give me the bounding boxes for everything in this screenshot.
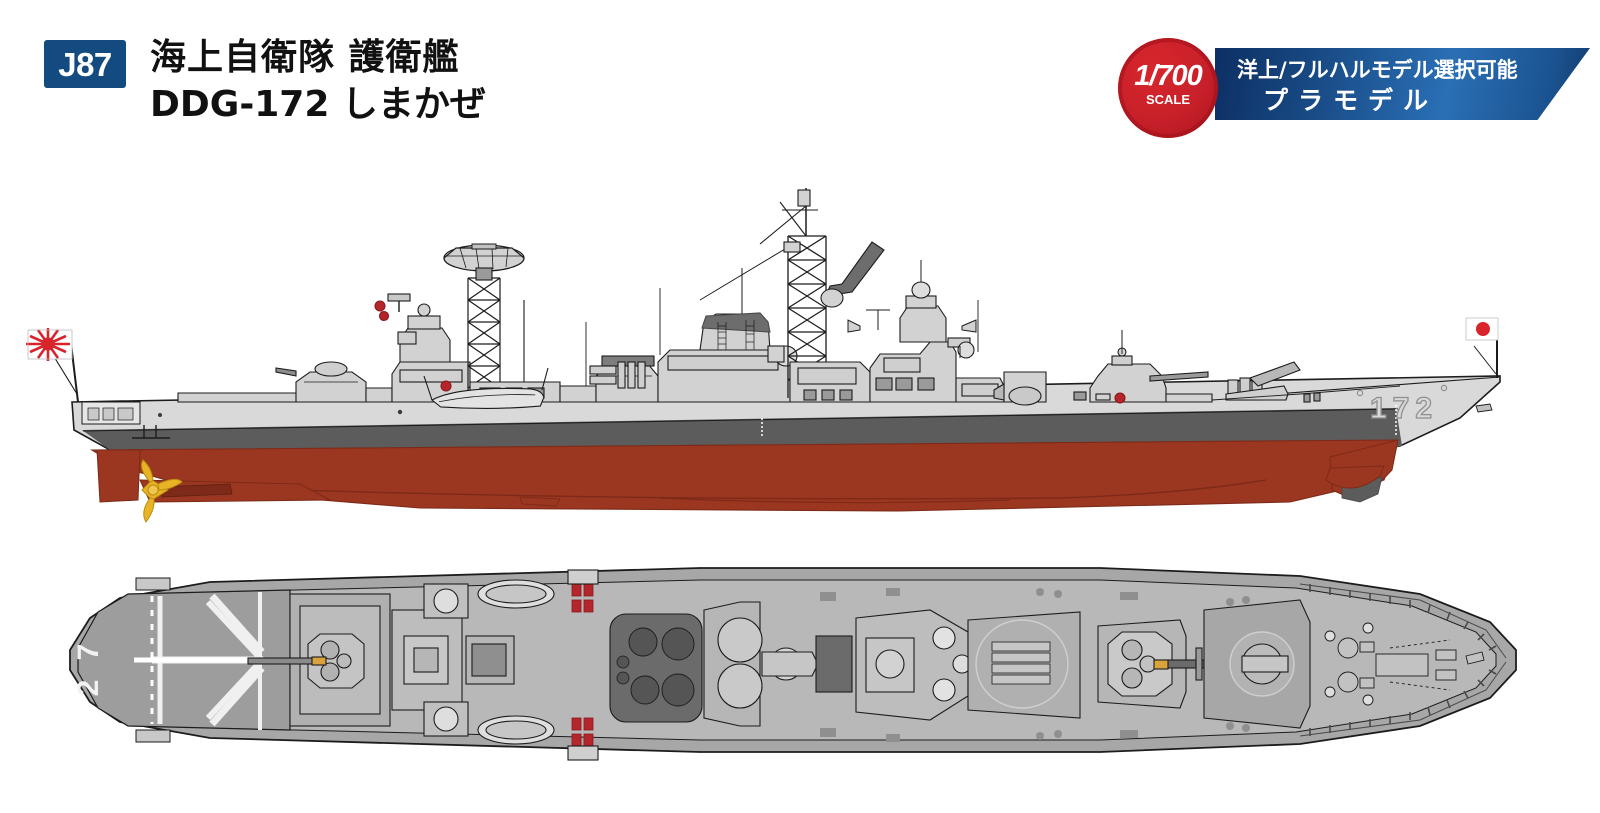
scale-word: SCALE [1145,92,1191,107]
rigging [585,288,1123,386]
hull-number-side: 172 [1370,392,1438,425]
deck-railing [1299,583,1507,737]
side-profile-svg: 172 [26,188,1501,523]
feature-text: 洋上/フルハルモデル選択可能 [1237,58,1518,82]
helicopter-deck: 7 2 [72,577,291,743]
kit-code-text: J87 [58,45,112,83]
deck-number-top: 7 [72,644,105,661]
foredeck-fittings [1324,622,1485,706]
header: J87 海上自衛隊 護衛艦 DDG-172 しまかぜ 洋上/フルハルモデル選択可… [0,0,1600,160]
propeller [141,459,183,523]
hinomaru-flag [1465,317,1499,378]
title-block: 海上自衛隊 護衛艦 DDG-172 しまかぜ [150,36,486,128]
feature-banner: 洋上/フルハルモデル選択可能 プラモデル [1215,48,1590,120]
ship-side-profile-view: 172 [0,150,1600,550]
superstructure [177,188,1401,409]
page-title-designation: DDG-172 しまかぜ [150,84,486,125]
product-type-text: プラモデル [1263,86,1439,115]
deck-structures [247,569,1311,761]
ship-plan-view: 7 2 [0,540,1600,813]
deck-number-bottom: 2 [72,680,105,697]
scale-ribbon: 洋上/フルハルモデル選択可能 プラモデル 1/700 SCALE [1110,38,1590,138]
deck-details [820,588,1250,742]
scale-badge: 1/700 SCALE [1118,38,1218,138]
rising-sun-ensign [26,328,79,403]
plan-view-svg: 7 2 [69,567,1517,761]
kit-code-badge: J87 [44,40,126,88]
scale-number: 1/700 [1134,60,1203,92]
page-title-japanese: 海上自衛隊 護衛艦 [150,37,460,78]
